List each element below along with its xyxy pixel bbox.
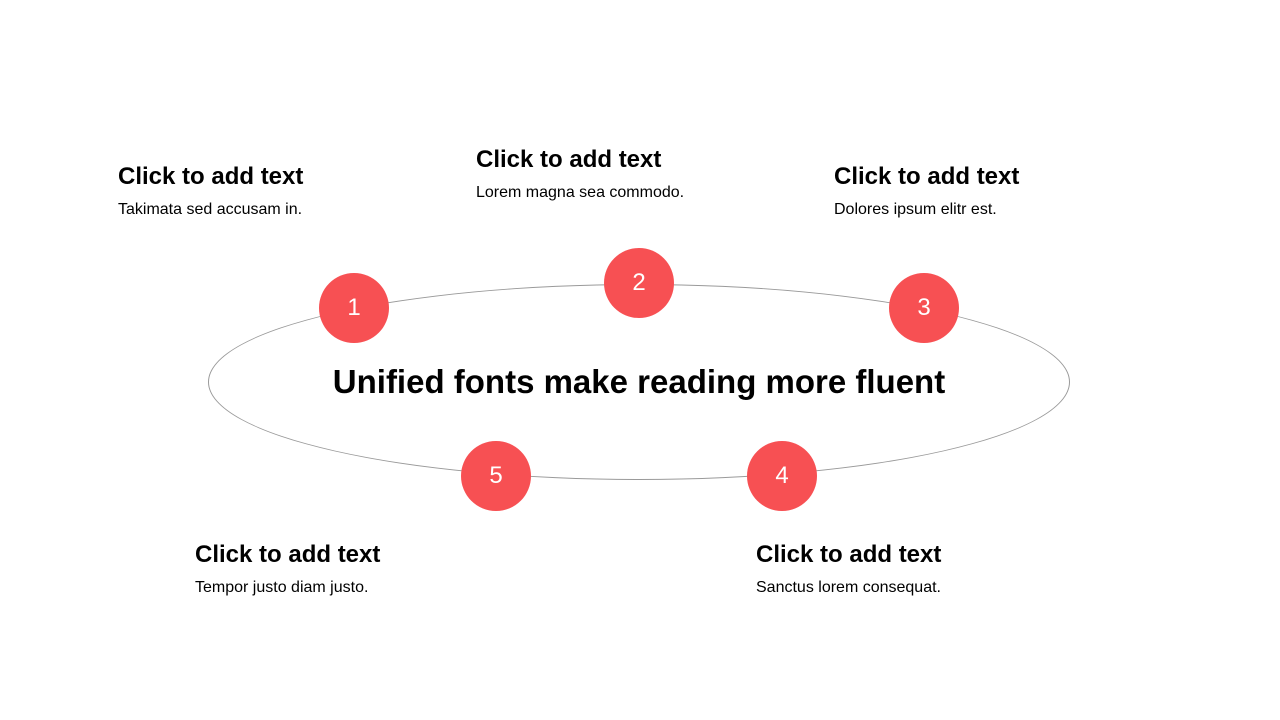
- step-heading-4[interactable]: Click to add text: [756, 541, 942, 568]
- step-text-3[interactable]: Dolores ipsum elitr est.: [834, 201, 997, 218]
- step-badge-2: 2: [604, 248, 674, 318]
- step-caption-1: Click to add text Takimata sed accusam i…: [118, 162, 418, 220]
- step-caption-3: Click to add text Dolores ipsum elitr es…: [834, 162, 1134, 220]
- step-caption-2: Click to add text Lorem magna sea commod…: [476, 145, 776, 203]
- step-caption-4: Click to add text Sanctus lorem consequa…: [756, 540, 1056, 598]
- step-text-2[interactable]: Lorem magna sea commodo.: [476, 184, 685, 201]
- center-title[interactable]: Unified fonts make reading more fluent: [332, 363, 946, 400]
- step-text-1[interactable]: Takimata sed accusam in.: [118, 201, 303, 218]
- step-caption-5: Click to add text Tempor justo diam just…: [195, 540, 495, 598]
- step-heading-2[interactable]: Click to add text: [476, 146, 662, 173]
- step-badge-5: 5: [461, 441, 531, 511]
- step-text-4[interactable]: Sanctus lorem consequat.: [756, 579, 941, 596]
- step-heading-3[interactable]: Click to add text: [834, 163, 1020, 190]
- step-badge-3: 3: [889, 273, 959, 343]
- step-badge-1: 1: [319, 273, 389, 343]
- step-heading-5[interactable]: Click to add text: [195, 541, 381, 568]
- step-heading-1[interactable]: Click to add text: [118, 163, 304, 190]
- step-badge-4: 4: [747, 441, 817, 511]
- step-text-5[interactable]: Tempor justo diam justo.: [195, 579, 369, 596]
